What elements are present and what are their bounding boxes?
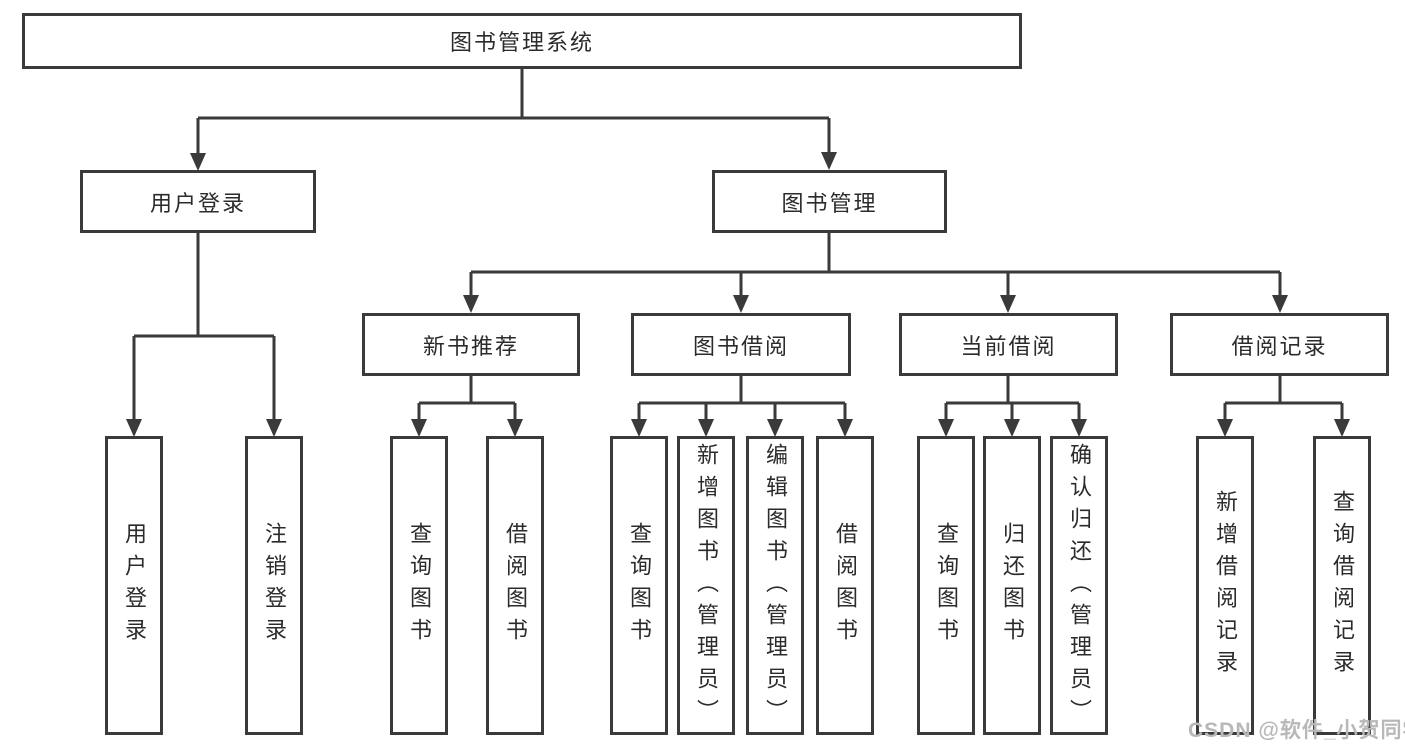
node-leaf-return-books: 归还图书 xyxy=(983,436,1041,735)
node-book-borrow: 图书借阅 xyxy=(631,313,851,376)
node-new-book-recommend: 新书推荐 xyxy=(362,313,580,376)
node-leaf-query-books-1: 查询图书 xyxy=(390,436,448,735)
node-leaf-edit-book-admin: 编辑图书（管理员） xyxy=(746,436,804,735)
node-leaf-add-borrow-record: 新增借阅记录 xyxy=(1196,436,1254,735)
node-leaf-user-login: 用户登录 xyxy=(105,436,163,735)
node-leaf-confirm-return-admin: 确认归还（管理员） xyxy=(1050,436,1108,735)
node-leaf-add-book-admin: 新增图书（管理员） xyxy=(677,436,735,735)
node-leaf-query-books-2: 查询图书 xyxy=(610,436,668,735)
node-leaf-logout: 注销登录 xyxy=(245,436,303,735)
node-root: 图书管理系统 xyxy=(22,13,1022,69)
node-leaf-borrow-books-2: 借阅图书 xyxy=(816,436,874,735)
node-leaf-query-books-3: 查询图书 xyxy=(917,436,975,735)
watermark: CSDN @软件_小贺同学 xyxy=(1188,719,1405,742)
arrowheads xyxy=(126,152,1350,437)
node-leaf-query-borrow-record: 查询借阅记录 xyxy=(1313,436,1371,735)
node-borrow-records: 借阅记录 xyxy=(1170,313,1389,376)
node-book-management: 图书管理 xyxy=(712,170,947,233)
node-user-login: 用户登录 xyxy=(80,170,316,233)
node-current-borrow: 当前借阅 xyxy=(899,313,1118,376)
node-leaf-borrow-books-1: 借阅图书 xyxy=(486,436,544,735)
